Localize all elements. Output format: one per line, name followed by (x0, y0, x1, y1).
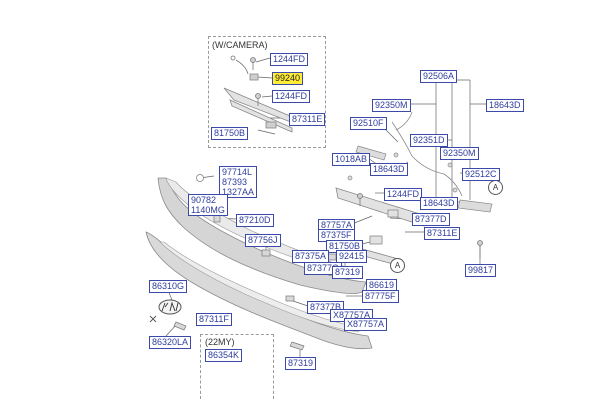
part-label[interactable]: 18643D (420, 197, 458, 210)
part-label[interactable]: 87311F (196, 313, 232, 326)
part-label[interactable]: 92506A (420, 70, 458, 83)
part-label[interactable]: 1244FD (384, 188, 423, 201)
part-label[interactable]: 92351D (410, 134, 448, 147)
callout-a-lower: A (390, 258, 405, 273)
part-label-group[interactable]: 90782 1140MG (188, 194, 228, 216)
part-label: 1140MG (191, 205, 225, 215)
part-label-highlighted[interactable]: 99240 (272, 72, 304, 85)
kia-emblem-icon (158, 299, 182, 315)
part-label[interactable]: 1018AB (332, 153, 371, 166)
my22-inset-box (200, 334, 274, 399)
part-label[interactable]: 87319 (332, 266, 364, 279)
part-label[interactable]: 1244FD (270, 53, 309, 66)
camera-inset-box (208, 36, 326, 148)
part-label[interactable]: X87757A (344, 318, 388, 331)
part-label[interactable]: 92512C (462, 168, 500, 181)
my22-note: (22MY) (205, 337, 235, 347)
part-label[interactable]: 87775F (362, 290, 399, 303)
part-label[interactable]: 92350M (372, 99, 411, 112)
part-label[interactable]: 87319 (285, 357, 317, 370)
part-label[interactable]: 86354K (205, 349, 243, 362)
part-label: 97714L (222, 167, 253, 177)
part-label: 1327AA (222, 187, 255, 197)
part-label[interactable]: 1244FD (272, 90, 311, 103)
part-label-group[interactable]: 97714L 87393 1327AA (219, 166, 258, 198)
part-label[interactable]: 92350M (440, 147, 479, 160)
part-label[interactable]: 87377D (412, 213, 450, 226)
part-label: 87393 (222, 177, 248, 187)
part-label[interactable]: 86320LA (149, 336, 192, 349)
part-label[interactable]: 87311E (289, 113, 326, 126)
part-label[interactable]: 86310G (149, 280, 188, 293)
part-label[interactable]: 92415 (336, 250, 368, 263)
part-label[interactable]: 99817 (465, 264, 497, 277)
part-label[interactable]: 18643D (486, 99, 524, 112)
camera-note: (W/CAMERA) (212, 40, 268, 50)
part-label[interactable]: 87756J (245, 234, 281, 247)
part-label[interactable]: 18643D (370, 163, 408, 176)
part-label: 90782 (191, 195, 217, 205)
callout-a-upper: A (488, 180, 503, 195)
part-label[interactable]: 87210D (236, 214, 274, 227)
part-label[interactable]: 81750B (211, 127, 249, 140)
part-label[interactable]: 92510F (350, 117, 387, 130)
part-label[interactable]: 87311E (424, 227, 461, 240)
